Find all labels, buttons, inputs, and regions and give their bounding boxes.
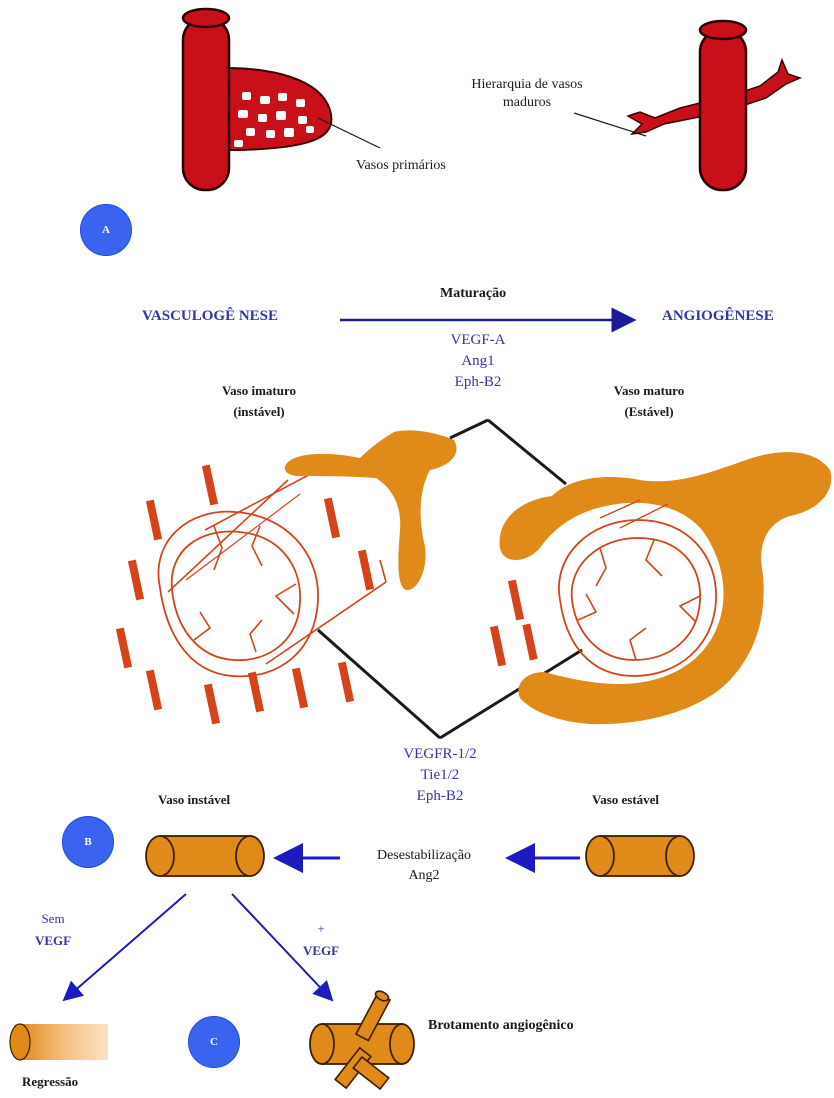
- with-vegf-line1: +: [296, 918, 346, 940]
- mature-title-line2: (Estável): [594, 401, 704, 422]
- destabilization-line2: Ang2: [354, 866, 494, 886]
- receptor: Eph-B2: [380, 786, 500, 807]
- stable-vessel-label: Vaso estável: [592, 792, 659, 808]
- without-vegf-line2: VEGF: [28, 930, 78, 952]
- immature-vessel-title: Vaso imaturo (instável): [204, 380, 314, 422]
- with-vegf-label: + VEGF: [296, 918, 346, 962]
- unstable-vessel-cylinder: [146, 836, 264, 876]
- primary-plexus: [225, 68, 331, 150]
- receptor: VEGFR-1/2: [380, 744, 500, 765]
- mature-title-line1: Vaso maturo: [594, 380, 704, 401]
- mature-vessel-title: Vaso maturo (Estável): [594, 380, 704, 422]
- immature-endothelium-outer: [158, 512, 318, 677]
- vasculogenesis-label: VASCULOGÊ NESE: [142, 308, 278, 325]
- mature-vessel-trunk: [700, 30, 746, 190]
- mature-pericytes: [490, 580, 538, 667]
- mature-hierarchy-label-line2: maduros: [446, 94, 608, 112]
- without-vegf-line1: Sem: [28, 908, 78, 930]
- maturation-factor: VEGF-A: [418, 330, 538, 351]
- sprouting-label: Brotamento angiogênico: [428, 1018, 574, 1034]
- unstable-vessel-label: Vaso instável: [158, 792, 230, 808]
- panel-a-badge: A: [80, 204, 132, 256]
- destabilization-label: Desestabilização Ang2: [354, 846, 494, 886]
- mature-vessel-crosssection: [490, 452, 831, 724]
- mature-hierarchy-label: Hierarquia de vasos maduros: [446, 76, 608, 112]
- receptor-list: VEGFR-1/2 Tie1/2 Eph-B2: [380, 744, 500, 807]
- primary-vessel-graphic: [183, 9, 380, 190]
- immature-pericytes: [116, 465, 374, 725]
- primary-vessel-trunk: [183, 18, 229, 190]
- mature-hierarchy-label-line1: Hierarquia de vasos: [446, 76, 608, 94]
- maturation-factor: Ang1: [418, 351, 538, 372]
- maturation-label: Maturação: [440, 286, 506, 302]
- regression-arrow: [64, 894, 186, 1000]
- primary-vessels-label: Vasos primários: [356, 158, 446, 174]
- immature-title-line2: (instável): [204, 401, 314, 422]
- maturation-factor: Eph-B2: [418, 372, 538, 393]
- panel-b-badge: B: [62, 816, 114, 868]
- without-vegf-label: Sem VEGF: [28, 908, 78, 952]
- sprouting-vessel: [310, 989, 414, 1089]
- destabilization-line1: Desestabilização: [354, 846, 494, 866]
- with-vegf-line2: VEGF: [296, 940, 346, 962]
- maturation-factors: VEGF-A Ang1 Eph-B2: [418, 330, 538, 393]
- regression-vessel: [10, 1024, 108, 1060]
- immature-endothelium-inner: [172, 532, 300, 661]
- immature-pericyte-body: [285, 430, 457, 590]
- regression-label: Regressão: [22, 1074, 78, 1090]
- angiogenesis-label: ANGIOGÊNESE: [662, 308, 774, 325]
- mature-pericyte-wrap: [500, 452, 832, 724]
- immature-title-line1: Vaso imaturo: [204, 380, 314, 401]
- stable-vessel-cylinder: [586, 836, 694, 876]
- immature-vessel-graphic: [116, 420, 582, 738]
- panel-c-badge: C: [188, 1016, 240, 1068]
- receptor: Tie1/2: [380, 765, 500, 786]
